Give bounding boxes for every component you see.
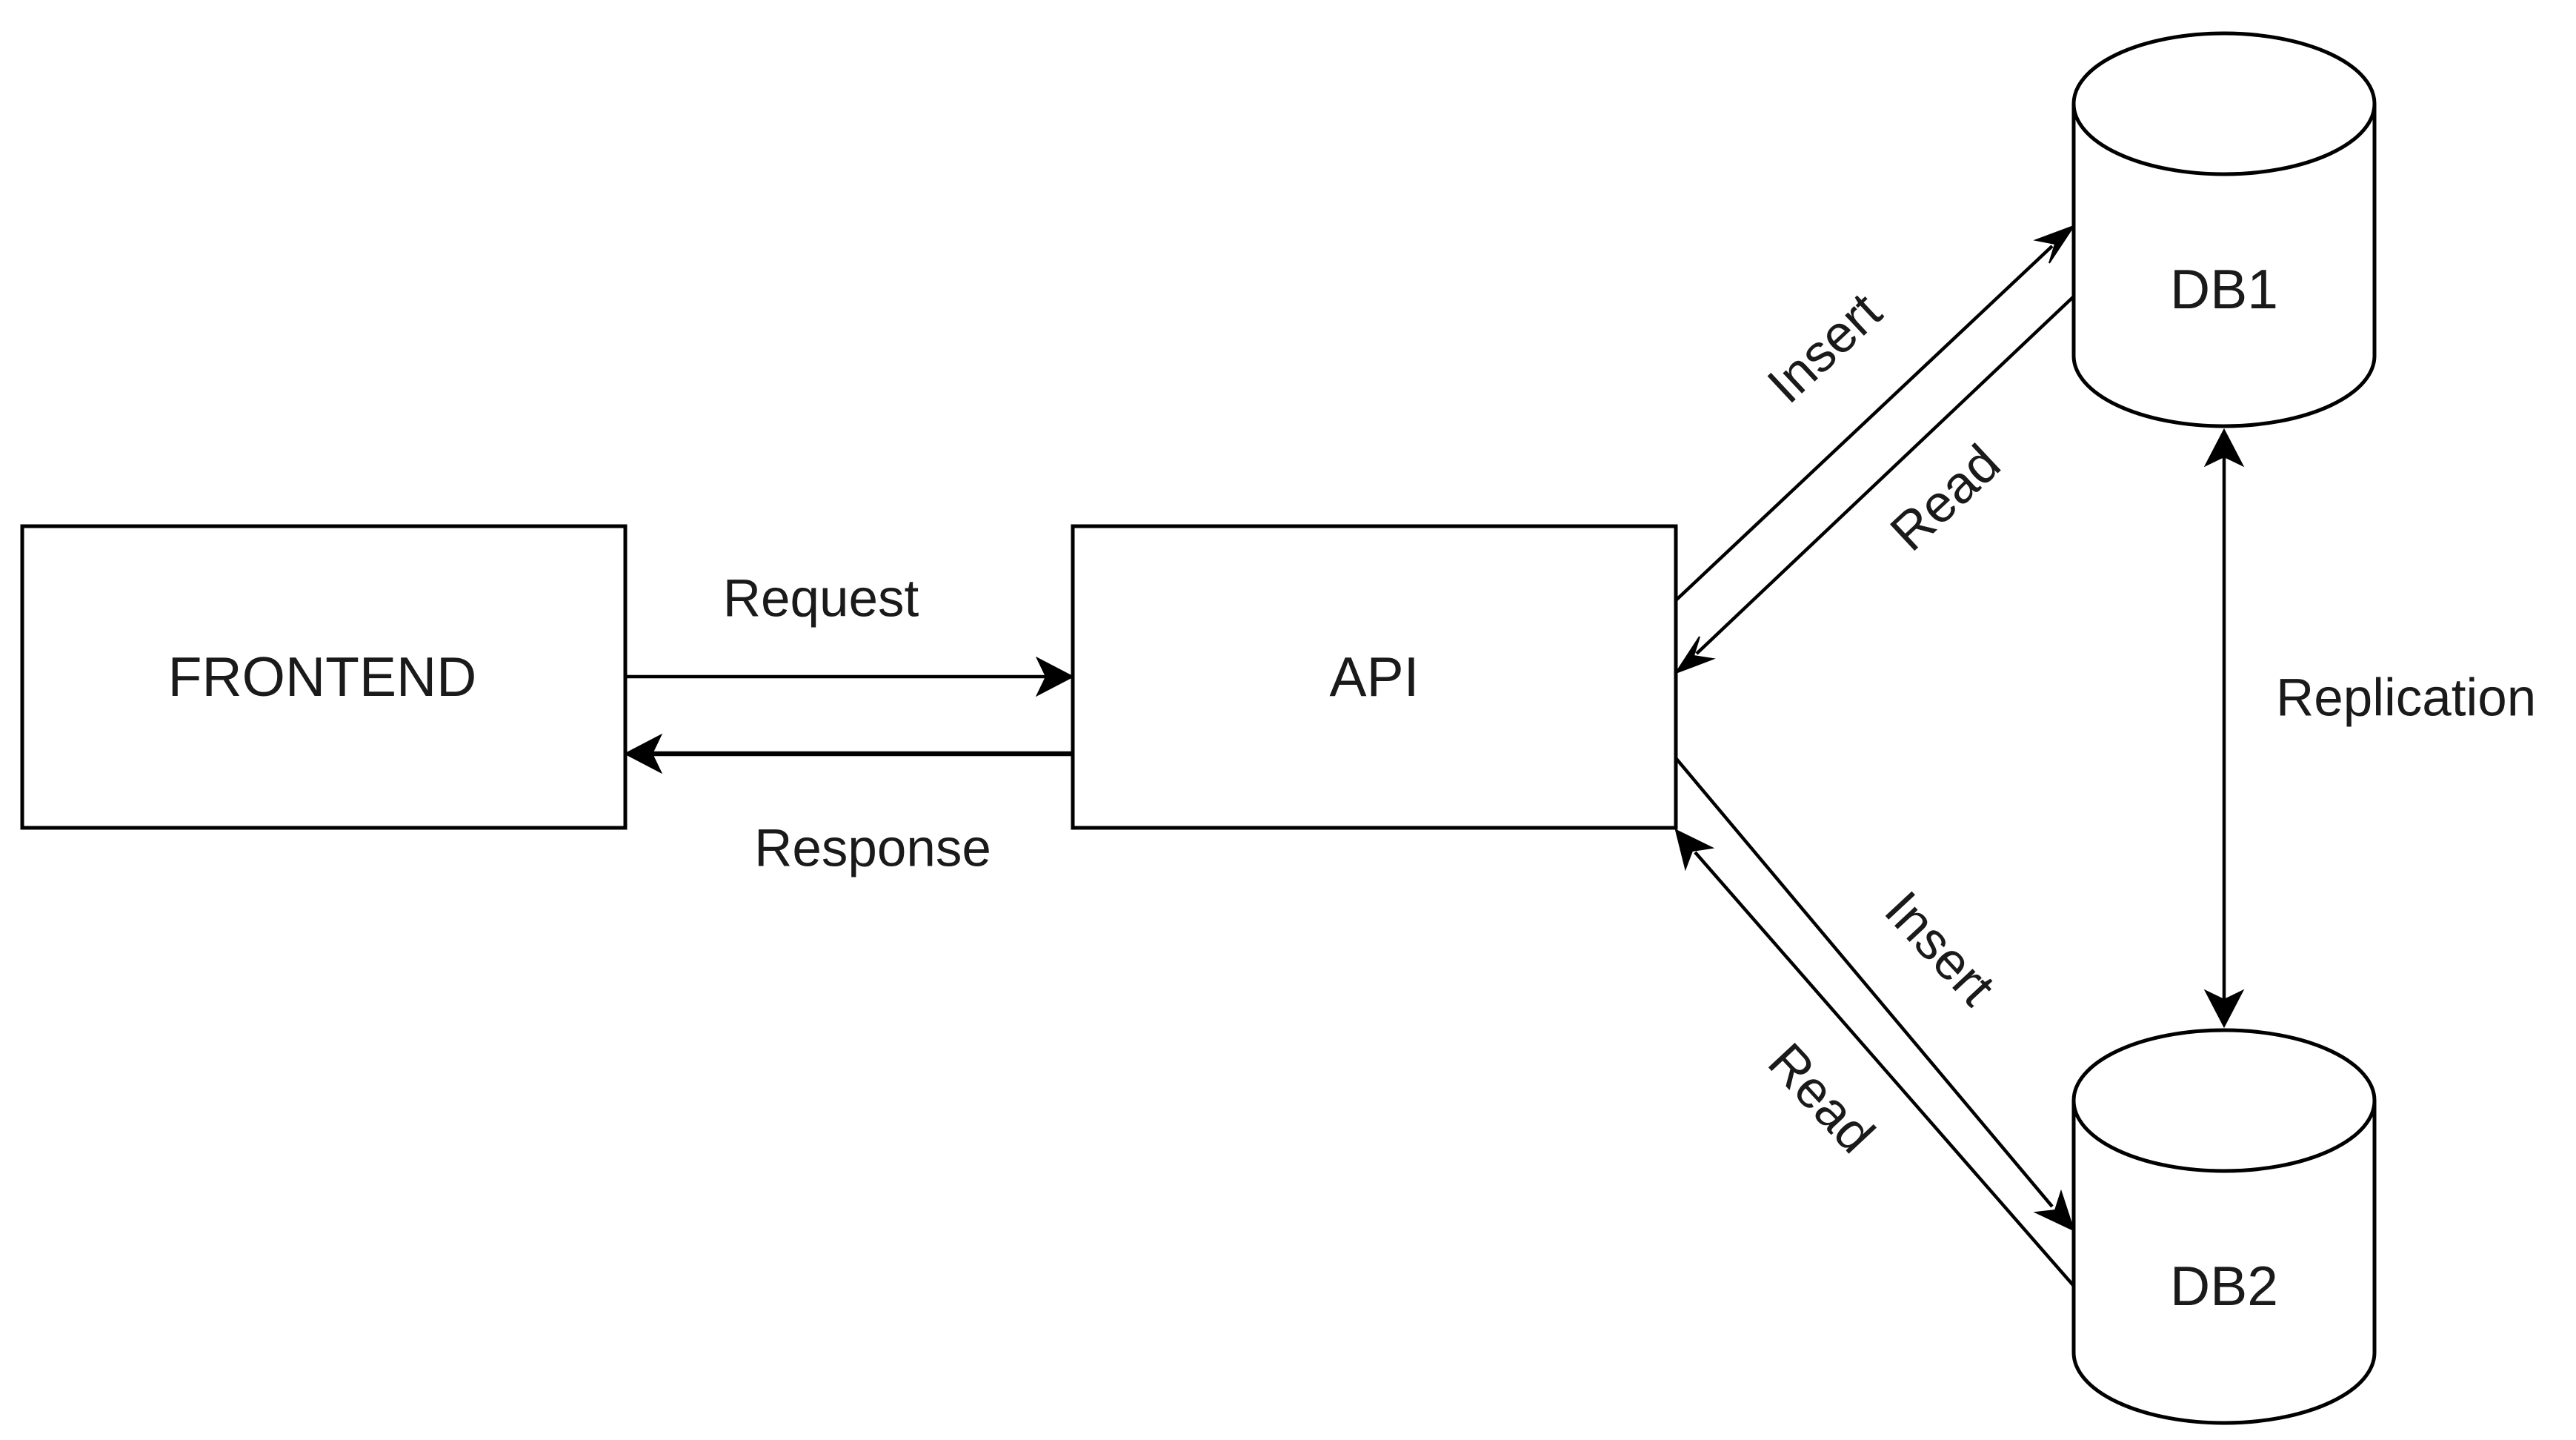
db1-cylinder-body (2071, 104, 2377, 428)
db2-read-arrow-line (1694, 851, 2075, 1287)
api-box (1071, 524, 1678, 830)
db2-label: DB2 (2170, 1255, 2278, 1317)
db2-insert-arrow-line (1674, 757, 2054, 1208)
request-label: Request (723, 570, 919, 628)
response-edge: Response (623, 733, 1073, 878)
db1-read-arrowhead (1674, 636, 1716, 675)
request-arrowhead (1035, 656, 1075, 697)
frontend-label: FRONTEND (168, 646, 477, 708)
replication-arrowhead-top (2203, 428, 2245, 468)
replication-arrowhead-bottom (2203, 989, 2245, 1029)
db2-insert-arrowhead (2033, 1189, 2075, 1232)
api-node: API (1071, 524, 1678, 830)
response-label: Response (754, 820, 991, 878)
db2-cylinder-body (2071, 1101, 2377, 1425)
db2-cylinder-top (2071, 1028, 2377, 1173)
db2-insert-label: Insert (1874, 880, 2006, 1017)
frontend-box (20, 524, 628, 830)
db1-insert-label: Insert (1757, 282, 1893, 414)
db2-insert-edge: Insert (1674, 757, 2075, 1232)
replication-label: Replication (2276, 669, 2536, 728)
db1-read-arrow-line (1695, 295, 2075, 655)
request-edge: Request (625, 570, 1075, 697)
frontend-node: FRONTEND (20, 524, 628, 830)
response-arrowhead (623, 733, 663, 774)
db1-insert-edge: Insert (1674, 224, 2076, 602)
db1-insert-arrowhead (2033, 224, 2076, 264)
db2-read-arrowhead (1674, 829, 1715, 872)
db2-read-label: Read (1757, 1032, 1886, 1164)
replication-edge: Replication (2203, 428, 2536, 1029)
db2-node: DB2 (2071, 1028, 2377, 1425)
db1-read-edge: Read (1674, 295, 2075, 675)
db1-node: DB1 (2071, 31, 2377, 428)
db2-read-edge: Read (1674, 829, 2075, 1287)
db1-label: DB1 (2170, 258, 2278, 320)
db1-read-label: Read (1880, 434, 2011, 563)
db1-insert-arrow-line (1674, 245, 2054, 602)
db1-cylinder-top (2071, 31, 2377, 176)
api-label: API (1330, 646, 1420, 708)
